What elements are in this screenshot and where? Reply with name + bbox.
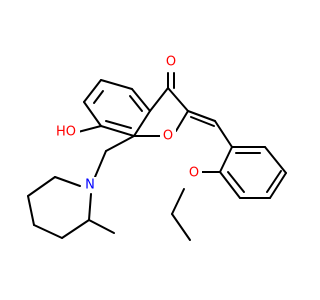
piperidine-ring bbox=[27, 176, 115, 239]
hydroxyl-bond bbox=[77, 125, 102, 133]
molecule-structure: O O O HO N bbox=[27, 54, 287, 241]
carbonyl-oxygen-label: O bbox=[166, 55, 176, 70]
hydroxyl-label: HO bbox=[56, 125, 76, 140]
furan-oxygen-label: O bbox=[163, 129, 173, 144]
atom-labels: O O O HO N bbox=[52, 54, 202, 193]
ethoxy-group bbox=[171, 171, 221, 241]
benzo-ring bbox=[83, 79, 151, 137]
furanone-ring bbox=[133, 72, 189, 137]
methylene-linker bbox=[94, 135, 135, 178]
benzylidene bbox=[187, 110, 287, 199]
nitrogen-label: N bbox=[85, 178, 95, 193]
ether-oxygen-label: O bbox=[189, 166, 199, 181]
